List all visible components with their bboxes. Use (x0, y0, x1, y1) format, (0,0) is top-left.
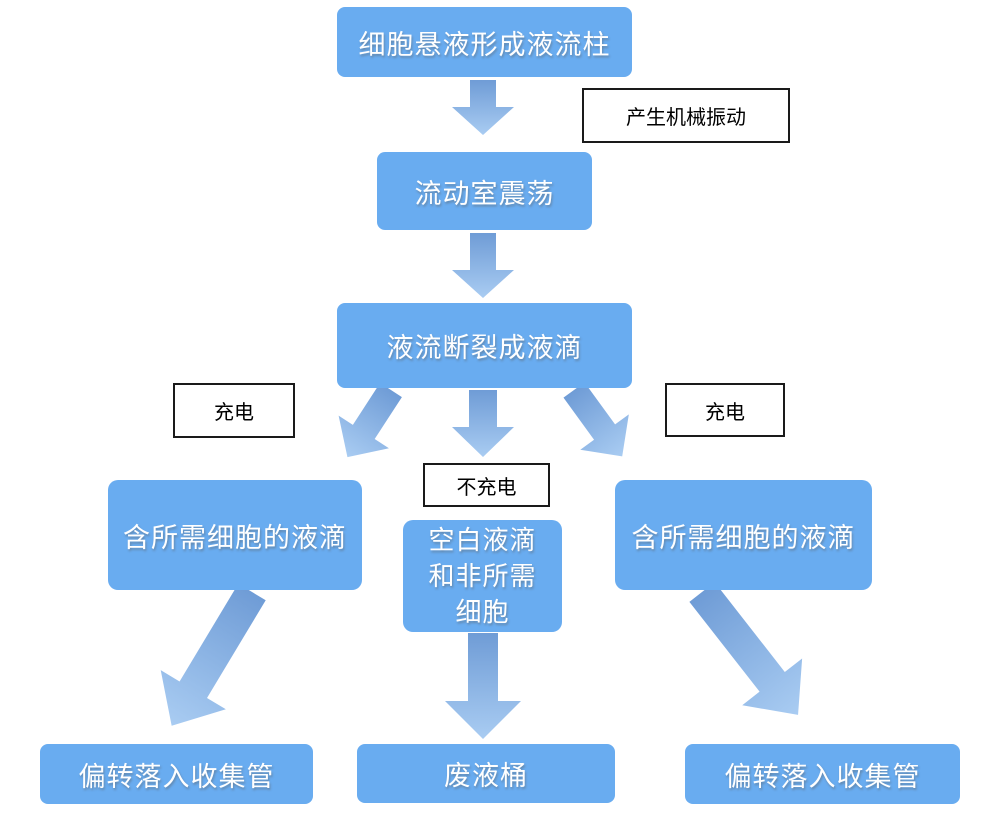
node-line: 细胞 (455, 597, 510, 627)
node-blank-droplets-unwanted-cells: 空白液滴 和非所需 细胞 (403, 520, 562, 632)
node-deflect-collection-tube-left: 偏转落入收集管 (40, 744, 313, 804)
arrow-branchmid-endmid-icon (445, 633, 521, 739)
node-droplets-with-target-cells-left: 含所需细胞的液滴 (108, 480, 362, 590)
label-no-charge: 不充电 (423, 463, 550, 507)
arrow-step1-step2-icon (452, 80, 514, 135)
node-line: 空白液滴 (428, 525, 537, 555)
arrow-branchright-endright-icon (689, 582, 803, 715)
node-cell-suspension-stream: 细胞悬液形成液流柱 (337, 7, 632, 77)
node-droplets-with-target-cells-right: 含所需细胞的液滴 (615, 480, 872, 590)
arrow-step2-step3-icon (452, 233, 514, 298)
arrow-step3-branchleft-icon (338, 382, 402, 458)
arrow-step3-branchmid-icon (452, 390, 514, 457)
node-deflect-collection-tube-right: 偏转落入收集管 (685, 744, 960, 804)
label-mechanical-vibration: 产生机械振动 (582, 88, 790, 143)
node-waste-container: 废液桶 (357, 744, 615, 803)
node-flow-chamber-oscillation: 流动室震荡 (377, 152, 592, 230)
label-charge-right: 充电 (665, 383, 785, 437)
node-line: 和非所需 (428, 561, 537, 591)
node-stream-breaks-into-droplets: 液流断裂成液滴 (337, 303, 632, 388)
arrow-branchleft-endleft-icon (160, 583, 266, 726)
label-charge-left: 充电 (173, 383, 295, 438)
